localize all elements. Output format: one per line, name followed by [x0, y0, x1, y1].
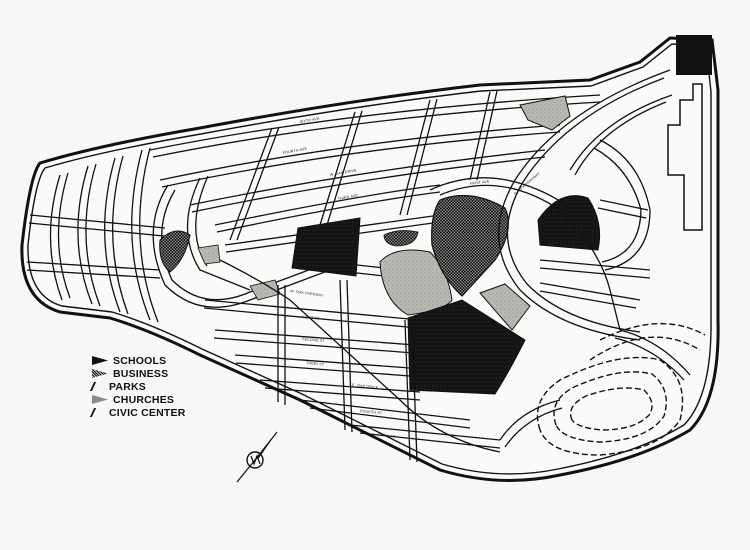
label-sixth-ave: SIXTH AVE — [299, 116, 320, 124]
legend-business-label: BUSINESS — [113, 367, 169, 380]
legend-churches: CHURCHES — [92, 393, 186, 406]
legend-schools: SCHOOLS — [92, 354, 186, 367]
map-legend: SCHOOLS BUSINESS PARKS CHURCHES CIVIC CE… — [89, 354, 186, 419]
label-first-ave: FIRST AVE — [470, 179, 491, 186]
schools-flag-icon — [92, 356, 108, 365]
east-parkway-curves — [429, 69, 673, 341]
business-block-ne — [676, 35, 712, 75]
business-west — [159, 230, 191, 273]
legend-parks-label: PARKS — [109, 380, 146, 393]
legend-business: BUSINESS — [92, 367, 186, 380]
label-drive-e: E. OAK DRIVE — [352, 383, 379, 390]
parks-flag-icon — [89, 382, 107, 391]
west-curved-streets — [26, 147, 166, 323]
town-boundary-inner — [27, 43, 712, 475]
legend-churches-label: CHURCHES — [113, 393, 175, 406]
park-north-central — [383, 230, 419, 247]
legend-civic-center-label: CIVIC CENTER — [109, 406, 186, 419]
southeast-arc-streets — [499, 329, 691, 448]
label-fifth-st: FIFTH ST — [378, 433, 396, 439]
business-center-circle — [431, 194, 509, 297]
label-first-st: FIRST ST — [302, 315, 320, 321]
label-third-ave: THIRD AVE — [337, 193, 358, 201]
civic-center-east — [667, 83, 703, 231]
north-avenue-grid — [149, 90, 601, 253]
future-development-loops — [536, 322, 706, 456]
label-third-st: THIRD ST — [306, 361, 325, 367]
park-center-east — [479, 283, 531, 331]
park-northeast — [519, 95, 571, 131]
label-second-st: SECOND ST — [302, 337, 326, 343]
business-central — [291, 217, 361, 277]
label-fourth-ave: FOURTH AVE — [282, 147, 307, 155]
churches-flag-icon — [92, 395, 108, 404]
business-flag-icon — [92, 369, 108, 378]
label-parkway-w: W. OAK PARKWAY — [290, 289, 325, 298]
legend-civic-center: CIVIC CENTER — [89, 406, 186, 419]
label-fourth-st: FOURTH ST — [360, 409, 383, 415]
north-arrow-icon — [236, 431, 278, 483]
label-drive-w: W. OAK DRIVE — [329, 168, 357, 177]
civic-center-flag-icon — [89, 408, 107, 417]
south-grid — [203, 259, 501, 463]
school-east-block — [537, 195, 601, 251]
legend-schools-label: SCHOOLS — [113, 354, 167, 367]
school-south-block — [407, 299, 526, 395]
park-central — [379, 249, 453, 316]
park-west — [197, 244, 221, 265]
legend-parks: PARKS — [89, 380, 186, 393]
